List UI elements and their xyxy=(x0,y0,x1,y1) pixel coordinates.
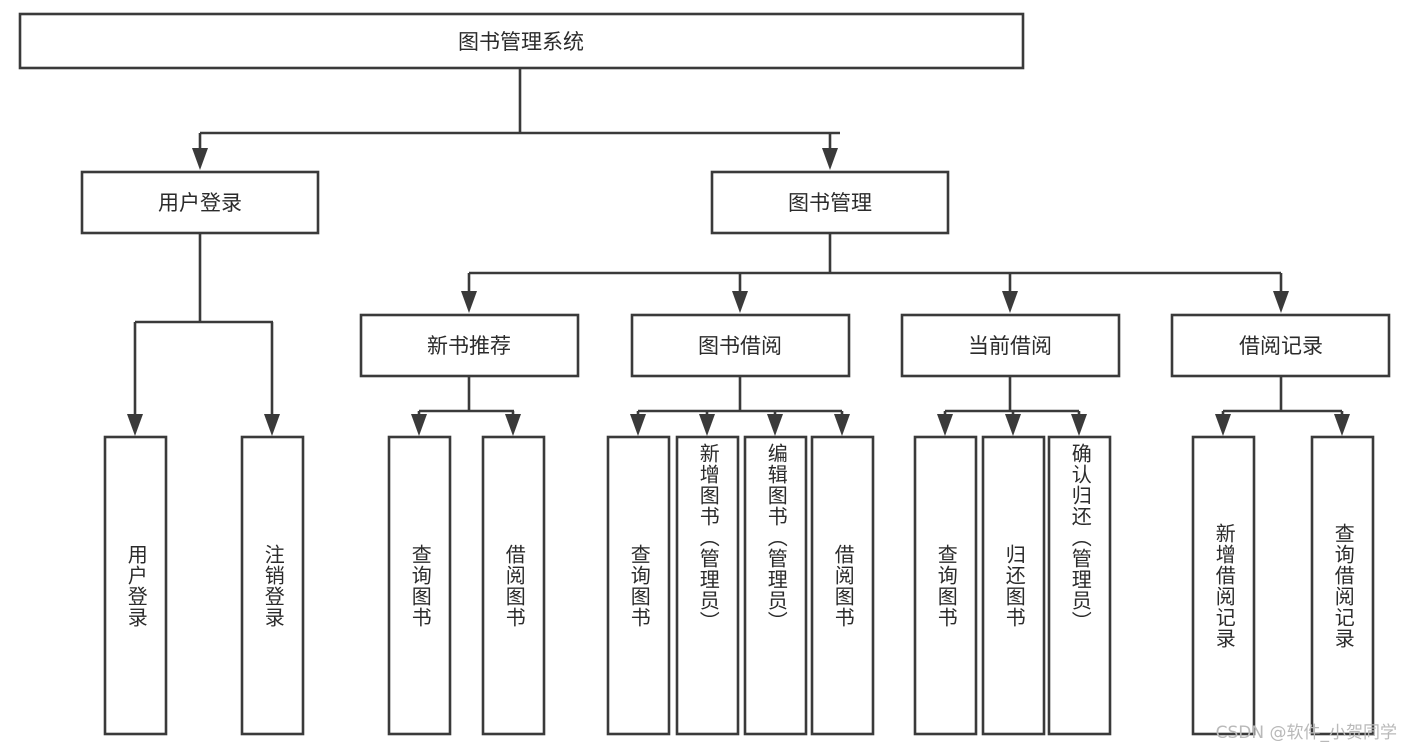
leaf-box-confirm-return[interactable] xyxy=(1047,435,1112,736)
connector-bookborrow-to-leaves xyxy=(630,376,850,436)
node-borrow-record-label: 借阅记录 xyxy=(1239,334,1323,358)
connector-borrowrecord-to-leaves xyxy=(1215,376,1350,436)
node-book-borrow-label: 图书借阅 xyxy=(698,334,782,358)
node-current-borrow[interactable]: 当前借阅 xyxy=(900,313,1121,378)
leaf-box-return-book[interactable] xyxy=(981,435,1046,736)
node-borrow-record[interactable]: 借阅记录 xyxy=(1170,313,1391,378)
node-root-label: 图书管理系统 xyxy=(458,30,584,54)
leaf-box-user-login[interactable] xyxy=(103,435,168,736)
leaf-box-query-book-2[interactable] xyxy=(606,435,671,736)
connector-currentborrow-to-leaves xyxy=(937,376,1087,436)
connector-userlogin-to-leaves xyxy=(127,233,280,436)
csdn-watermark: CSDN @软件_小贺同学 xyxy=(1215,723,1397,743)
leaf-box-query-book-3[interactable] xyxy=(913,435,978,736)
node-root[interactable]: 图书管理系统 xyxy=(18,12,1025,70)
node-user-login[interactable]: 用户登录 xyxy=(80,170,320,235)
leaf-box-add-record[interactable] xyxy=(1191,435,1256,736)
leaf-box-user-logout[interactable] xyxy=(240,435,305,736)
leaf-box-query-book-1[interactable] xyxy=(387,435,452,736)
leaf-box-query-record[interactable] xyxy=(1310,435,1375,736)
node-book-manage[interactable]: 图书管理 xyxy=(710,170,950,235)
node-book-manage-label: 图书管理 xyxy=(788,191,872,215)
leaf-boxes xyxy=(103,435,1375,736)
leaf-box-add-book[interactable] xyxy=(675,435,740,736)
node-current-borrow-label: 当前借阅 xyxy=(968,334,1052,358)
leaf-box-borrow-book-2[interactable] xyxy=(810,435,875,736)
leaf-box-edit-book[interactable] xyxy=(743,435,808,736)
node-user-login-label: 用户登录 xyxy=(158,191,242,215)
connector-root-to-level2 xyxy=(192,69,840,170)
leaf-box-borrow-book-1[interactable] xyxy=(481,435,546,736)
node-new-book-recommend-label: 新书推荐 xyxy=(427,334,511,358)
connector-bookmanage-to-level3 xyxy=(461,233,1289,313)
node-book-borrow[interactable]: 图书借阅 xyxy=(630,313,851,378)
connector-newbook-to-leaves xyxy=(411,376,521,436)
node-new-book-recommend[interactable]: 新书推荐 xyxy=(359,313,580,378)
